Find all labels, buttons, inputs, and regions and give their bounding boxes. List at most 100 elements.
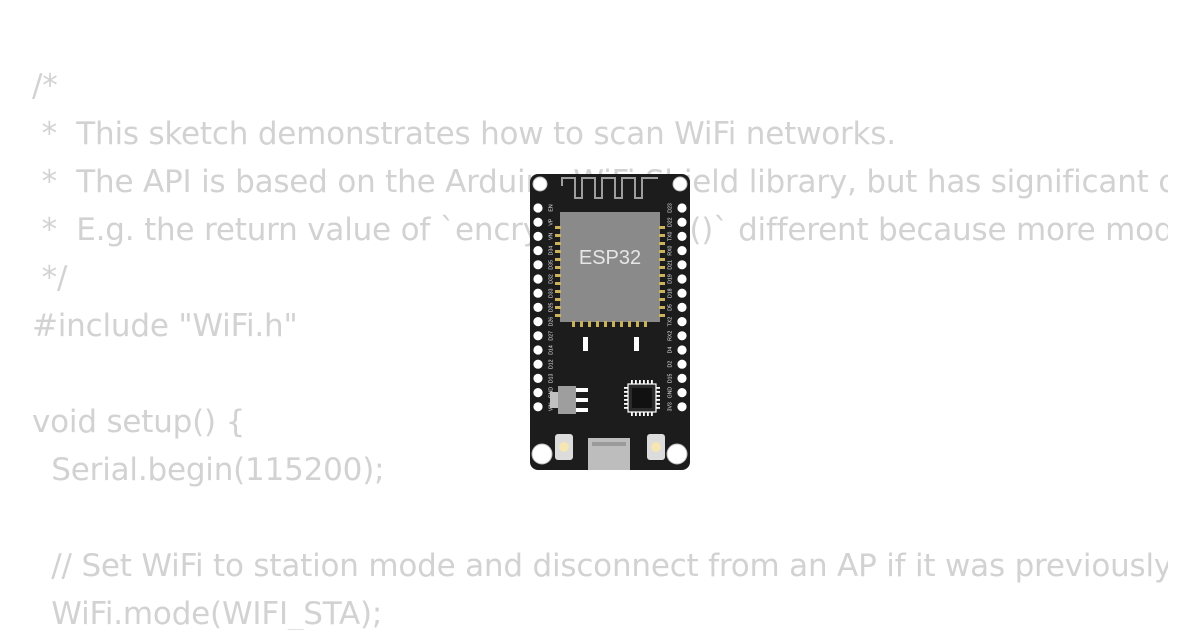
- reset-button: [647, 434, 665, 460]
- module-pad: [659, 226, 665, 229]
- module-pad: [555, 314, 561, 317]
- pin-hole-left: [533, 388, 543, 398]
- module-pad: [555, 274, 561, 277]
- pin-hole-left: [533, 260, 543, 270]
- pin-hole-right: [677, 373, 687, 383]
- module-pad: [659, 250, 665, 253]
- pin-hole-left: [533, 288, 543, 298]
- pin-label: D26: [548, 317, 554, 327]
- pin-label: VP: [548, 218, 554, 225]
- pin-label: D25: [548, 303, 554, 313]
- module-pad: [555, 242, 561, 245]
- pin-hole-right: [677, 388, 687, 398]
- pin-hole-right: [677, 317, 687, 327]
- module-pad: [555, 250, 561, 253]
- smd-component: [583, 337, 588, 351]
- module-pad: [659, 282, 665, 285]
- pin-label: D5: [667, 304, 673, 311]
- pin-hole-right: [677, 288, 687, 298]
- mount-hole: [532, 176, 548, 192]
- pin-hole-left: [533, 203, 543, 213]
- pin-hole-left: [533, 246, 543, 256]
- module-pad: [596, 321, 599, 327]
- pin-label: D14: [548, 345, 554, 355]
- module-pad: [555, 234, 561, 237]
- mount-hole: [531, 443, 553, 465]
- pin-hole-right: [677, 274, 687, 284]
- code-line: */: [32, 260, 68, 296]
- pin-hole-right: [677, 246, 687, 256]
- code-editor: /* * This sketch demonstrates how to sca…: [32, 62, 1168, 630]
- module-pad: [659, 306, 665, 309]
- pin-hole-left: [533, 331, 543, 341]
- module-pad: [636, 321, 639, 327]
- pin-hole-left: [533, 317, 543, 327]
- pin-hole-left: [533, 373, 543, 383]
- pin-label: VN: [548, 233, 554, 240]
- module-pad: [644, 321, 647, 327]
- module-pad: [620, 321, 623, 327]
- pin-hole-left: [533, 217, 543, 227]
- pin-label: D15: [667, 374, 673, 384]
- pin-hole-right: [677, 231, 687, 241]
- boot-button: [555, 434, 573, 460]
- pin-label: D4: [667, 347, 673, 354]
- pin-hole-right: [677, 203, 687, 213]
- module-pad: [659, 290, 665, 293]
- module-pad: [555, 226, 561, 229]
- pin-label: D13: [548, 374, 554, 384]
- module-pad: [659, 266, 665, 269]
- pin-hole-left: [533, 345, 543, 355]
- pin-label: D35: [548, 260, 554, 270]
- pin-hole-right: [677, 331, 687, 341]
- pin-label: TX0: [667, 232, 673, 242]
- pin-hole-right: [677, 359, 687, 369]
- module-pad: [555, 258, 561, 261]
- usb-uart-chip: [624, 380, 660, 416]
- pin-label: TX2: [667, 317, 673, 327]
- pin-label: D21: [667, 260, 673, 270]
- pin-label: D12: [548, 359, 554, 369]
- pin-label: D18: [667, 288, 673, 298]
- pin-label: D33: [548, 288, 554, 298]
- pin-label: EN: [548, 204, 554, 211]
- pin-label: D27: [548, 331, 554, 341]
- module-pad: [580, 321, 583, 327]
- pin-label: D23: [667, 203, 673, 213]
- chip-label: ESP32: [579, 247, 641, 269]
- pin-label: RX0: [667, 245, 673, 255]
- module-pad: [659, 258, 665, 261]
- pin-hole-left: [533, 302, 543, 312]
- pin-label: D19: [667, 274, 673, 284]
- pin-hole-right: [677, 260, 687, 270]
- esp32-module: [560, 212, 660, 322]
- pin-label: D22: [667, 217, 673, 227]
- mount-hole: [672, 176, 688, 192]
- pin-label: D2: [667, 361, 673, 368]
- module-pad: [555, 290, 561, 293]
- code-line: * This sketch demonstrates how to scan W…: [32, 116, 896, 152]
- pin-label: RX2: [667, 331, 673, 341]
- esp32-board-graphic: ESP32 ENVPVND34D35D32D33D25D26D27D14D12D…: [530, 174, 690, 470]
- code-line: Serial.begin(115200);: [32, 452, 385, 488]
- module-pad: [604, 321, 607, 327]
- code-line: * The API is based on the Arduino WiFi S…: [41, 164, 1168, 200]
- pin-hole-left: [533, 359, 543, 369]
- module-pad: [628, 321, 631, 327]
- pin-hole-right: [677, 217, 687, 227]
- module-pad: [555, 266, 561, 269]
- module-pad: [588, 321, 591, 327]
- module-pad: [555, 298, 561, 301]
- pin-hole-left: [533, 231, 543, 241]
- code-line: [32, 494, 1168, 542]
- module-pad: [612, 321, 615, 327]
- module-pad: [659, 274, 665, 277]
- pin-hole-right: [677, 302, 687, 312]
- module-pad: [555, 306, 561, 309]
- code-line: // Set WiFi to station mode and disconne…: [51, 548, 1168, 584]
- pin-label: 3V3: [667, 402, 673, 411]
- module-pad: [659, 298, 665, 301]
- code-line: WiFi.mode(WIFI_STA);: [32, 596, 383, 630]
- pin-hole-right: [677, 402, 687, 412]
